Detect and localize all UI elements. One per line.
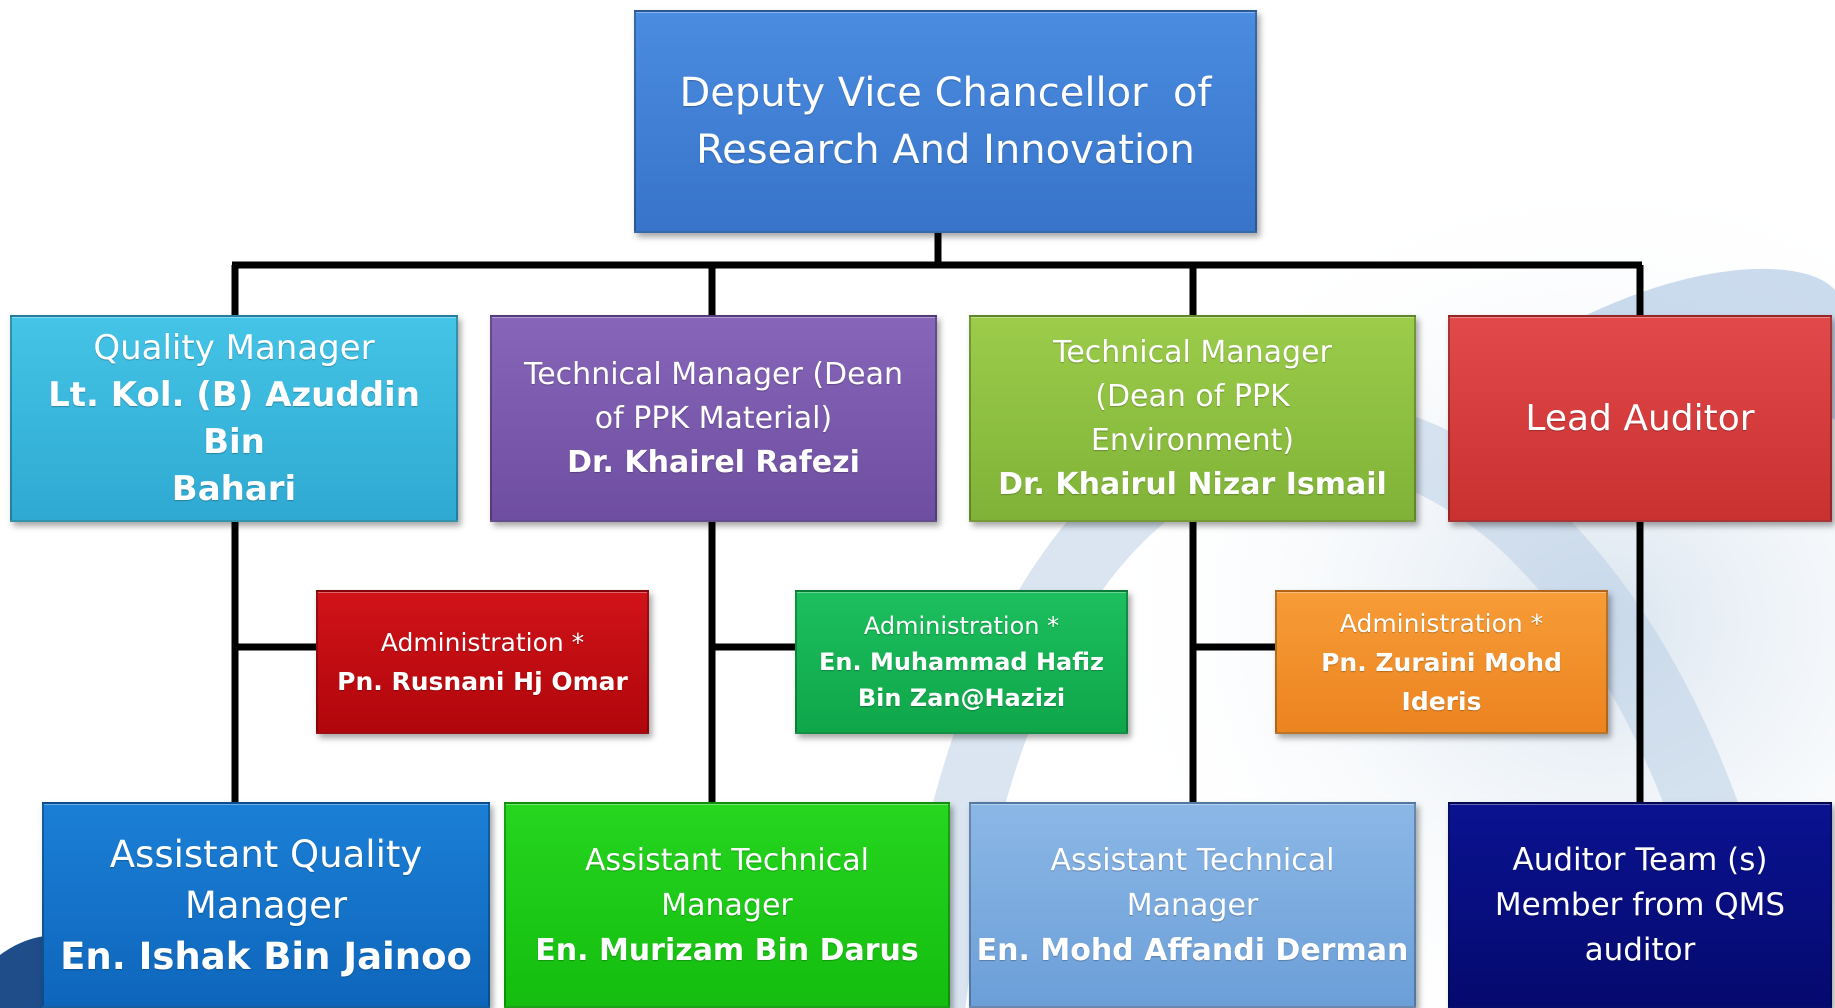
assistant-tech-1-name: En. Murizam Bin Darus bbox=[535, 932, 919, 968]
box-quality-manager: Quality Manager Lt. Kol. (B) Azuddin Bin… bbox=[10, 315, 458, 522]
box-administration-2: Administration * En. Muhammad Hafiz Bin … bbox=[795, 590, 1128, 734]
auditor-team-line2: Member from QMS bbox=[1494, 886, 1786, 923]
assistant-tech-1-title-line1: Assistant Technical bbox=[585, 842, 869, 878]
admin-3-name-line2: Ideris bbox=[1401, 686, 1482, 716]
tech-environment-title-line2: (Dean of PPK bbox=[1095, 378, 1290, 414]
assistant-tech-2-title-line2: Manager bbox=[1126, 887, 1259, 923]
box-assistant-technical-manager-1: Assistant Technical Manager En. Murizam … bbox=[504, 802, 950, 1008]
admin-3-title: Administration * bbox=[1339, 608, 1544, 638]
quality-manager-title: Quality Manager bbox=[93, 327, 375, 368]
box-assistant-quality-manager: Assistant Quality Manager En. Ishak Bin … bbox=[42, 802, 490, 1008]
tech-environment-title-line3: Environment) bbox=[1090, 422, 1295, 458]
admin-2-title: Administration * bbox=[863, 612, 1060, 640]
tech-material-title-line2: of PPK Material) bbox=[594, 400, 833, 436]
box-lead-auditor: Lead Auditor bbox=[1448, 315, 1832, 522]
assistant-tech-2-name: En. Mohd Affandi Derman bbox=[976, 932, 1409, 968]
assistant-tech-2-title-line1: Assistant Technical bbox=[1050, 842, 1335, 878]
assistant-quality-title-line1: Assistant Quality bbox=[109, 832, 423, 876]
admin-2-name-line2: Bin Zan@Hazizi bbox=[857, 684, 1066, 712]
box-top-line2: Research And Innovation bbox=[696, 126, 1195, 173]
admin-3-name-line1: Pn. Zuraini Mohd bbox=[1321, 647, 1562, 677]
admin-1-title: Administration * bbox=[380, 628, 585, 657]
tech-environment-name: Dr. Khairul Nizar Ismail bbox=[998, 466, 1387, 502]
admin-1-name: Pn. Rusnani Hj Omar bbox=[337, 667, 628, 696]
box-top-line1: Deputy Vice Chancellor of bbox=[679, 69, 1212, 116]
box-administration-3: Administration * Pn. Zuraini Mohd Ideris bbox=[1275, 590, 1608, 734]
quality-manager-name-line2: Bahari bbox=[171, 468, 297, 509]
box-assistant-technical-manager-2: Assistant Technical Manager En. Mohd Aff… bbox=[969, 802, 1416, 1008]
admin-2-name-line1: En. Muhammad Hafiz bbox=[819, 648, 1104, 676]
box-auditor-team: Auditor Team (s) Member from QMS auditor bbox=[1448, 802, 1832, 1008]
quality-manager-name-line1: Lt. Kol. (B) Azuddin Bin bbox=[48, 374, 420, 462]
assistant-quality-name: En. Ishak Bin Jainoo bbox=[60, 934, 472, 978]
box-technical-manager-material: Technical Manager (Dean of PPK Material)… bbox=[490, 315, 937, 522]
box-administration-1: Administration * Pn. Rusnani Hj Omar bbox=[316, 590, 649, 734]
tech-material-title-line1: Technical Manager (Dean bbox=[524, 356, 903, 392]
box-technical-manager-environment: Technical Manager (Dean of PPK Environme… bbox=[969, 315, 1416, 522]
box-deputy-vice-chancellor: Deputy Vice Chancellor of Research And I… bbox=[634, 10, 1257, 233]
assistant-tech-1-title-line2: Manager bbox=[661, 887, 793, 923]
auditor-team-line3: auditor bbox=[1584, 931, 1696, 968]
lead-auditor-title: Lead Auditor bbox=[1525, 398, 1755, 439]
tech-material-name: Dr. Khairel Rafezi bbox=[567, 444, 860, 480]
tech-environment-title-line1: Technical Manager bbox=[1053, 334, 1332, 370]
assistant-quality-title-line2: Manager bbox=[184, 883, 348, 927]
auditor-team-line1: Auditor Team (s) bbox=[1512, 841, 1768, 878]
